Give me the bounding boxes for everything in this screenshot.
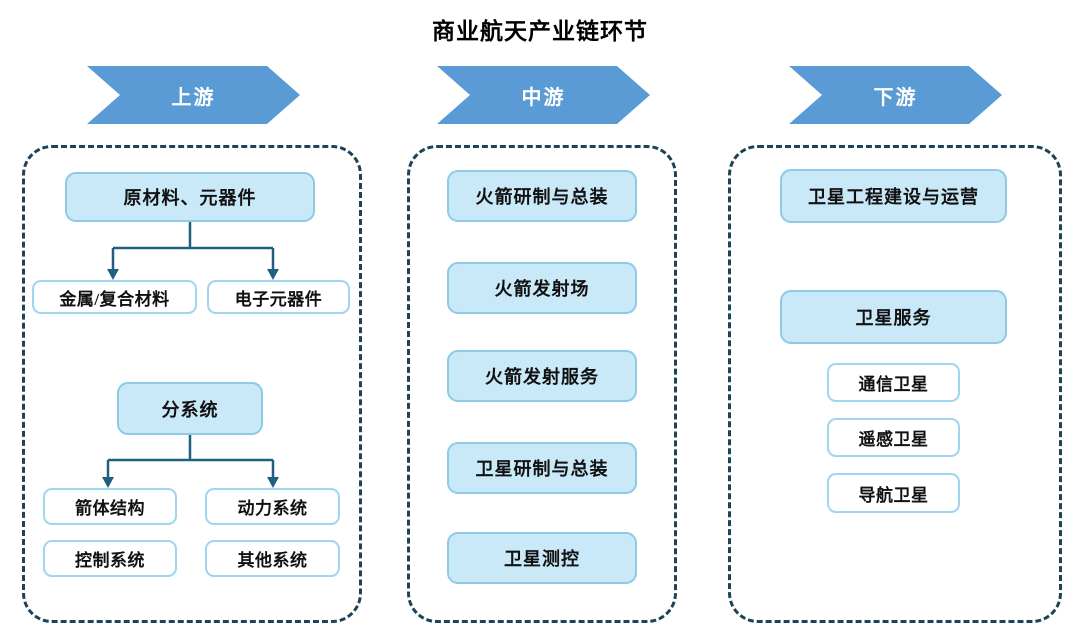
page-title: 商业航天产业链环节 <box>432 19 648 44</box>
box-control-system: 控制系统 <box>43 540 177 577</box>
box-navigation-satellites: 导航卫星 <box>827 473 960 513</box>
downstream-chevron-header: 下游 <box>789 66 1002 124</box>
box-electronic-components: 电子元器件 <box>207 280 350 314</box>
box-other-systems: 其他系统 <box>205 540 340 577</box>
box-communication-satellites: 通信卫星 <box>827 363 960 402</box>
upstream-chevron-header: 上游 <box>87 66 300 124</box>
box-satellite-services: 卫星服务 <box>780 290 1007 344</box>
box-remote-sensing-satellites: 遥感卫星 <box>827 418 960 457</box>
upstream-header-label: 上游 <box>171 86 216 109</box>
box-power-system: 动力系统 <box>205 488 340 525</box>
box-rocket-development-assembly: 火箭研制与总装 <box>447 170 637 222</box>
downstream-container <box>728 145 1062 623</box>
box-satellite-development-assembly: 卫星研制与总装 <box>447 442 637 494</box>
box-rocket-body-structure: 箭体结构 <box>43 488 177 525</box>
midstream-chevron-header: 中游 <box>437 66 650 124</box>
upstream-container <box>22 145 362 623</box>
downstream-header-label: 下游 <box>873 86 918 109</box>
box-satellite-engineering-operation: 卫星工程建设与运营 <box>780 169 1007 223</box>
box-rocket-launch-service: 火箭发射服务 <box>447 350 637 402</box>
box-satellite-tt-and-c: 卫星测控 <box>447 532 637 584</box>
box-subsystems: 分系统 <box>117 382 263 435</box>
midstream-header-label: 中游 <box>521 86 566 109</box>
midstream-container <box>407 145 677 623</box>
box-raw-materials-components: 原材料、元器件 <box>65 172 315 222</box>
box-metal-composite-materials: 金属/复合材料 <box>32 280 197 314</box>
box-rocket-launch-site: 火箭发射场 <box>447 262 637 314</box>
